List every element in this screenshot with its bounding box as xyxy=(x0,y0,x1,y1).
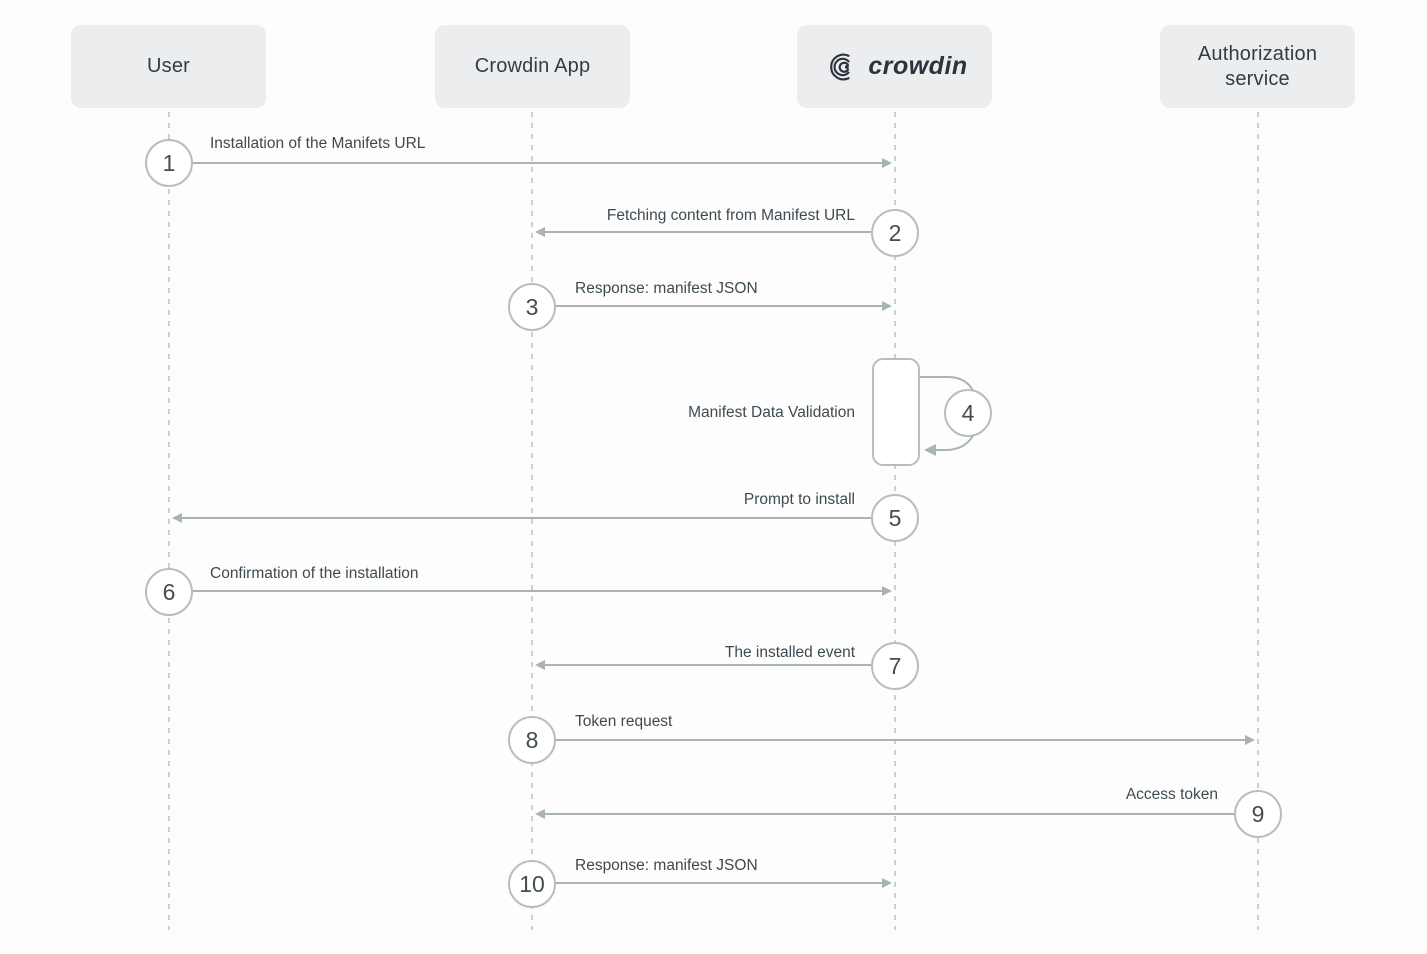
message-label: Prompt to install xyxy=(743,491,855,508)
arrow-line xyxy=(556,305,882,307)
arrow-line xyxy=(556,739,1245,741)
arrowhead-left-icon xyxy=(535,227,545,237)
step-circle: 4 xyxy=(944,389,992,437)
lifeline-user xyxy=(168,112,170,930)
arrow-line xyxy=(545,813,1234,815)
message-label: Response: manifest JSON xyxy=(575,857,758,874)
arrowhead-left-icon xyxy=(535,809,545,819)
participant-crowdin-app-label: Crowdin App xyxy=(474,55,591,77)
message-label: The installed event xyxy=(724,644,855,661)
arrowhead-right-icon xyxy=(1245,735,1255,745)
participant-crowdin-app: Crowdin App xyxy=(435,25,630,108)
step-circle: 2 xyxy=(871,209,919,257)
lifeline-crowdin-app xyxy=(531,112,533,930)
arrowhead-right-icon xyxy=(882,301,892,311)
arrowhead-left-icon xyxy=(172,513,182,523)
message-label: Fetching content from Manifest URL xyxy=(606,207,855,224)
step-circle: 7 xyxy=(871,642,919,690)
crowdin-logo: crowdin xyxy=(821,52,967,82)
message-label: Token request xyxy=(575,713,673,730)
participant-user-label: User xyxy=(146,55,191,77)
message-label: Manifest Data Validation xyxy=(688,404,855,421)
participant-user: User xyxy=(71,25,266,108)
message-label: Confirmation of the installation xyxy=(210,565,419,582)
arrow-line xyxy=(193,162,882,164)
participant-crowdin: crowdin xyxy=(797,25,992,108)
step-circle: 3 xyxy=(508,283,556,331)
step-circle: 1 xyxy=(145,139,193,187)
participant-auth-service: Authorization service xyxy=(1160,25,1355,108)
step-circle: 9 xyxy=(1234,790,1282,838)
arrow-line xyxy=(545,231,871,233)
arrowhead-right-icon xyxy=(882,878,892,888)
message-label: Response: manifest JSON xyxy=(575,280,758,297)
arrow-line xyxy=(545,664,871,666)
step-circle: 5 xyxy=(871,494,919,542)
activation-box xyxy=(872,358,920,466)
step-circle: 8 xyxy=(508,716,556,764)
participant-auth-service-label: Authorization service xyxy=(1197,42,1318,90)
crowdin-swirl-icon xyxy=(830,53,850,80)
lifeline-auth-service xyxy=(1257,112,1259,930)
arrow-line xyxy=(556,882,882,884)
arrow-line xyxy=(193,590,882,592)
step-circle: 6 xyxy=(145,568,193,616)
arrow-line xyxy=(182,517,871,519)
arrowhead-left-icon xyxy=(535,660,545,670)
arrowhead-right-icon xyxy=(882,586,892,596)
message-label: Installation of the Manifets URL xyxy=(210,135,426,152)
arrowhead-right-icon xyxy=(882,158,892,168)
step-circle: 10 xyxy=(508,860,556,908)
crowdin-wordmark: crowdin xyxy=(868,52,968,80)
message-label: Access token xyxy=(1125,786,1218,803)
